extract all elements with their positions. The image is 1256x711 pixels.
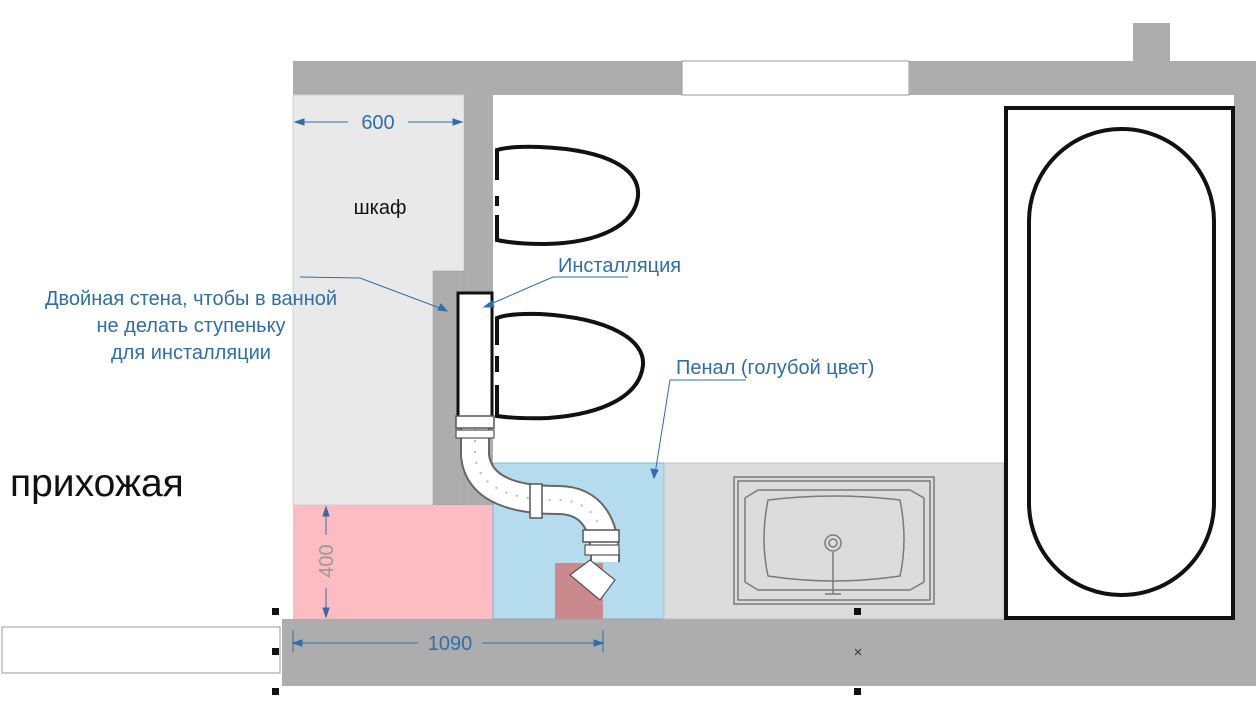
hallway-label: прихожая — [10, 462, 184, 505]
installation-leader — [482, 276, 628, 308]
dimension-600 — [293, 118, 464, 126]
cabinet-label: шкаф — [354, 197, 407, 219]
sink — [733, 476, 935, 605]
dimension-400 — [322, 505, 330, 619]
toilet-upper — [495, 144, 641, 247]
top-wall-right — [909, 61, 1256, 95]
dimension-1090-label: 1090 — [428, 633, 473, 655]
double-wall-label-line3: для инсталляции — [111, 342, 271, 364]
dimension-400-label: 400 — [316, 544, 338, 577]
bottom-wall — [282, 619, 1256, 686]
top-wall-left — [293, 61, 682, 95]
window-opening — [681, 60, 910, 96]
double-wall-label-line2: не делать ступеньку — [96, 315, 285, 337]
right-wall — [1234, 95, 1256, 619]
installation-label: Инсталляция — [558, 255, 681, 277]
pencil-case-label: Пенал (голубой цвет) — [676, 357, 874, 379]
dimension-1090 — [291, 630, 605, 652]
toilet-lower — [495, 311, 646, 421]
vanity-counter — [663, 462, 1005, 620]
hallway-entry-box — [1, 626, 281, 674]
double-wall-label-line1: Двойная стена, чтобы в ванной — [45, 288, 337, 310]
double-wall-leader — [299, 276, 449, 312]
vent-block — [1133, 23, 1170, 61]
dimension-600-label: 600 — [361, 112, 394, 134]
bathtub-outer — [1004, 106, 1235, 620]
pencil-case-leader — [650, 379, 746, 480]
selection-handles — [272, 608, 861, 695]
installation-frame — [456, 291, 494, 419]
drain-pipe — [455, 415, 621, 601]
bathtub-inner — [1027, 127, 1216, 597]
center-cross-icon — [854, 648, 862, 656]
